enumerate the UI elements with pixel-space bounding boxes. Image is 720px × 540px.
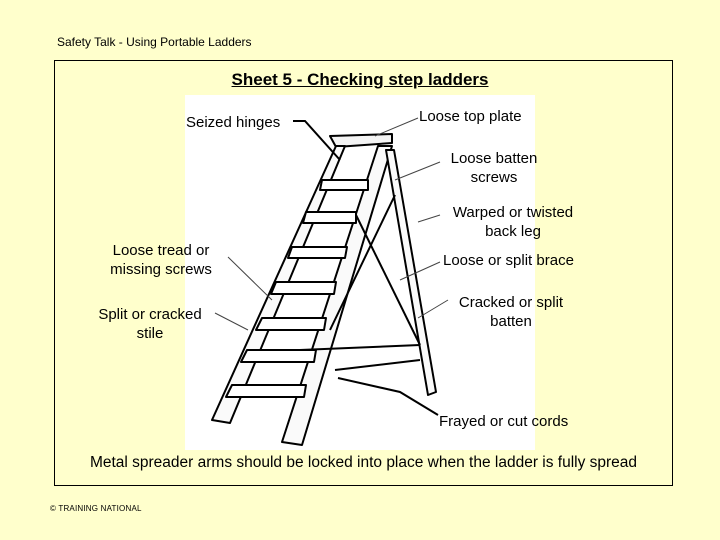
ladder-tread — [302, 211, 357, 224]
ladder-tread — [270, 281, 337, 295]
label-loose-batten-line1: Loose batten — [450, 150, 538, 167]
pointer-warped-back-leg — [417, 214, 441, 223]
content-frame — [54, 60, 673, 486]
ladder-brace — [329, 194, 396, 331]
pointer-loose-batten — [394, 161, 441, 181]
ladder-top-plate — [329, 133, 393, 148]
label-cracked-batten-line2: batten — [490, 313, 532, 330]
slide-header-title: Safety Talk - Using Portable Ladders — [57, 35, 252, 49]
ladder-tread — [225, 384, 307, 398]
label-loose-split-brace: Loose or split brace — [443, 251, 574, 270]
pointer-loose-top-plate — [374, 117, 419, 137]
pointer-loose-tread — [227, 256, 273, 301]
label-seized-hinges-text: Seized hinges — [186, 114, 281, 131]
label-loose-top-plate: Loose top plate — [419, 107, 522, 126]
label-loose-tread: Loose tread or missing screws — [96, 241, 226, 279]
label-loose-brace-text: Loose or split brace — [443, 252, 574, 269]
label-loose-tread-line2: missing screws — [110, 261, 212, 278]
label-warped-line2: back leg — [485, 223, 541, 240]
ladder-tread — [319, 179, 369, 191]
label-cracked-batten: Cracked or split batten — [446, 293, 576, 331]
label-warped-line1: Warped or twisted — [452, 204, 574, 221]
ladder-back-leg — [385, 149, 437, 396]
ladder-brace — [299, 344, 421, 351]
ladder-tread — [287, 246, 348, 259]
ladder-front-right-stile — [281, 145, 393, 446]
label-loose-tread-line1: Loose tread or — [112, 242, 210, 259]
ladder-tread — [255, 317, 327, 331]
ladder-spreader — [334, 359, 421, 371]
pointer-cracked-batten — [417, 299, 449, 319]
ladder-brace — [355, 214, 421, 346]
sheet-title: Sheet 5 - Checking step ladders — [231, 70, 489, 89]
pointer-loose-brace — [399, 261, 441, 281]
label-frayed-cords: Frayed or cut cords — [439, 412, 568, 431]
pointer-seized-hinges — [293, 120, 341, 161]
label-split-stile-line2: stile — [136, 325, 164, 342]
label-cracked-batten-line1: Cracked or split — [458, 294, 564, 311]
label-loose-top-plate-text: Loose top plate — [419, 108, 522, 125]
pointer-frayed-cords — [337, 377, 439, 416]
ladder-tread — [240, 349, 317, 363]
label-warped-back-leg: Warped or twisted back leg — [440, 203, 586, 241]
pointer-split-stile — [214, 312, 249, 331]
copyright-footer: © TRAINING NATIONAL — [50, 504, 142, 513]
label-frayed-cords-text: Frayed or cut cords — [439, 413, 569, 430]
label-split-stile-line1: Split or cracked — [98, 306, 202, 323]
label-loose-batten-line2: screws — [470, 169, 518, 186]
label-seized-hinges: Seized hinges — [186, 113, 280, 132]
spreader-arms-note: Metal spreader arms should be locked int… — [89, 454, 638, 471]
label-loose-batten-screws: Loose batten screws — [440, 149, 548, 187]
label-split-cracked-stile: Split or cracked stile — [86, 305, 214, 343]
